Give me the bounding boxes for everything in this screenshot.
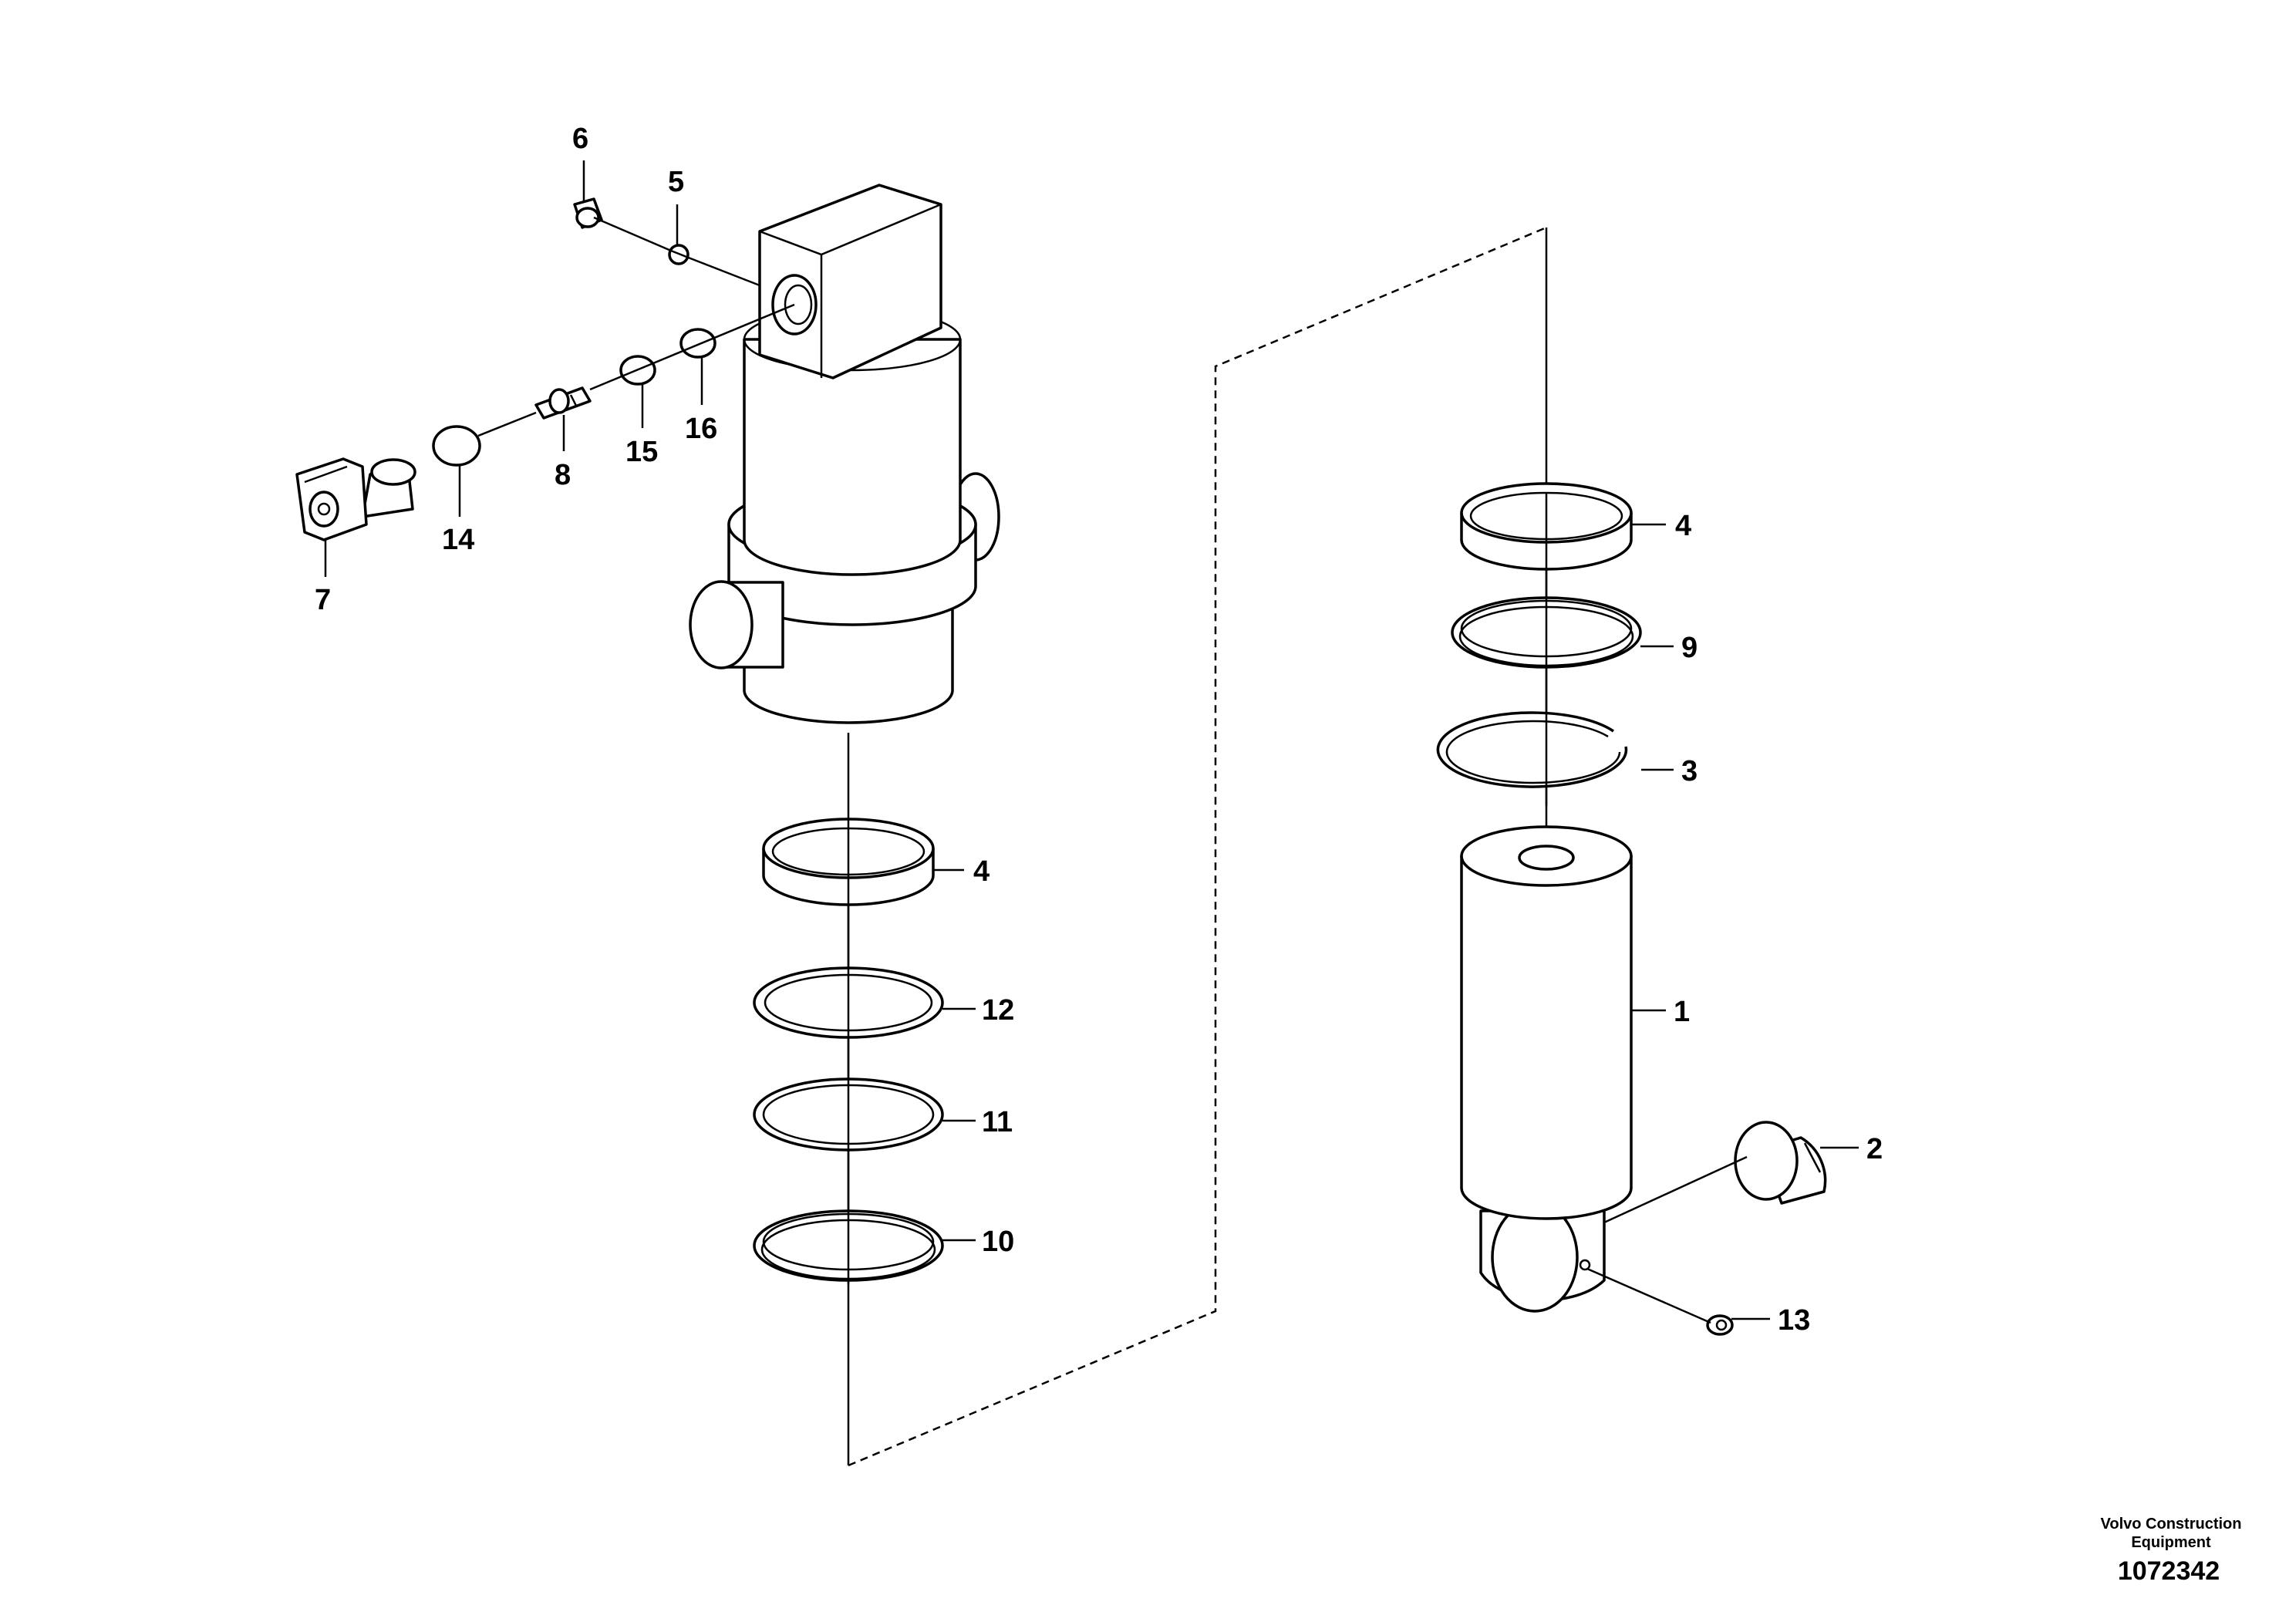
small-parts-axis-a: [477, 411, 537, 437]
oring-14: [432, 425, 481, 467]
oring-16: [679, 328, 716, 359]
callout-2: 2: [1866, 1133, 1883, 1165]
assembly-dashed-line: [848, 226, 1547, 1467]
callout-leaders: [324, 160, 1859, 1324]
callout-8: 8: [555, 459, 571, 491]
document-number: 1072342: [2118, 1556, 2220, 1586]
small-parts-axis-b: [589, 303, 795, 391]
fitting-7: [295, 457, 416, 541]
callout-7: 7: [315, 584, 331, 616]
valve-8: [534, 386, 592, 420]
callout-12: 12: [982, 994, 1014, 1027]
callout-3: 3: [1681, 755, 1698, 787]
callout-10: 10: [982, 1226, 1014, 1258]
bushing-2: [1734, 1121, 1827, 1205]
company-name-line2: Equipment: [2131, 1534, 2211, 1551]
split-ring-3: [1436, 711, 1628, 788]
cylinder-head: [689, 184, 1000, 724]
callout-1: 1: [1674, 996, 1690, 1028]
callout-15: 15: [625, 436, 658, 468]
callout-14: 14: [442, 524, 474, 556]
company-name-line1: Volvo Construction: [2101, 1516, 2242, 1533]
callout-16: 16: [685, 413, 717, 445]
plug-6: [573, 197, 603, 229]
callout-6: 6: [572, 123, 588, 155]
callout-4-right: 4: [1675, 510, 1691, 542]
cylinder-1: [1460, 825, 1633, 1313]
callout-9: 9: [1681, 632, 1698, 664]
grease-nipple-13: [1706, 1314, 1734, 1336]
callout-4-left: 4: [973, 855, 990, 888]
callout-13: 13: [1778, 1304, 1810, 1337]
callout-11: 11: [982, 1106, 1013, 1138]
callout-5: 5: [668, 166, 684, 198]
leader-6-5-axis: [593, 216, 760, 287]
